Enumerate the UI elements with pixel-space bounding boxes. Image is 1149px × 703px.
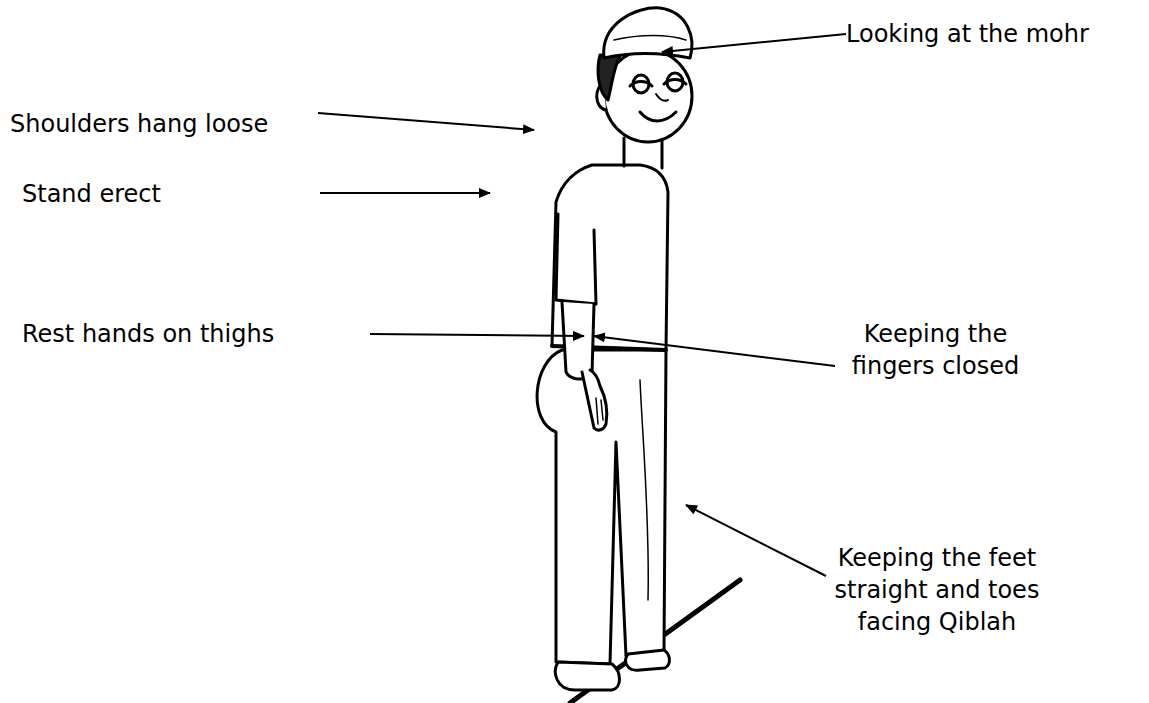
leader-arrow [594,336,835,366]
leader-arrow [318,113,534,130]
leader-lines [318,34,846,576]
arm [562,302,594,379]
hand [582,370,607,430]
boy-figure [537,8,740,703]
nose [656,94,668,101]
foot [626,650,670,670]
annotation-label: Keeping the fingers closed [828,318,1043,382]
annotation-label: Stand erect [22,178,161,210]
pants [537,350,666,664]
annotation-label: Shoulders hang loose [10,108,268,140]
leader-arrow [320,192,490,194]
fingers [596,398,603,424]
annotation-label: Looking at the mohr [846,18,1089,50]
eye-outline [633,75,649,93]
foot [555,662,619,690]
leader-arrow [686,505,826,576]
annotation-label: Rest hands on thighs [22,318,274,350]
hair [598,55,620,100]
annotation-label: Keeping the feet straight and toes facin… [806,542,1068,638]
cap-band [614,36,686,41]
sleeve [556,214,596,304]
leader-arrow [370,334,584,336]
pants-crease [640,380,648,600]
smile [640,112,676,121]
leader-arrow [662,34,846,52]
eye-outline [667,73,683,91]
